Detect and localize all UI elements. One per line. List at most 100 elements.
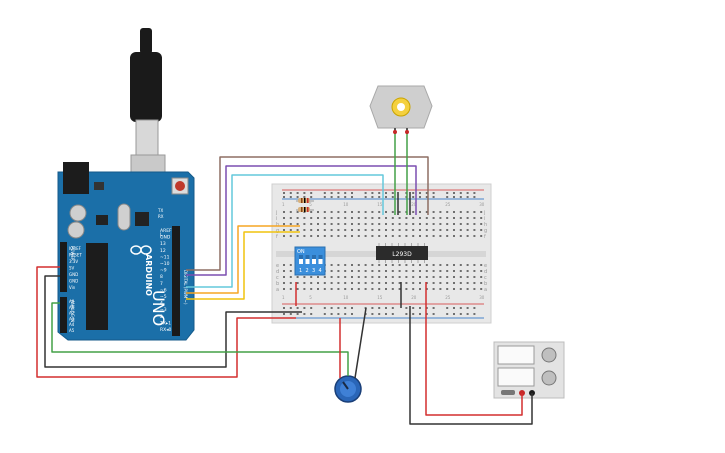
- dip-switch-slider: [299, 255, 303, 259]
- row-letter: c: [276, 275, 279, 281]
- dip-switch-number: 1: [299, 268, 302, 274]
- column-number: 15: [377, 202, 383, 207]
- row-letter: e: [484, 263, 487, 269]
- arduino-model-text: UNO: [149, 290, 168, 326]
- row-letter: b: [484, 281, 487, 287]
- pin-label: ~10: [160, 261, 170, 267]
- row-letter: e: [276, 263, 279, 269]
- row-letter: i: [484, 216, 485, 222]
- dip-switch-key[interactable]: [318, 255, 323, 264]
- wire-orange: [186, 225, 300, 294]
- pin-label: Vin: [69, 285, 76, 290]
- analog-header: [60, 297, 67, 333]
- dc-motor: [369, 85, 433, 134]
- digital-header: [172, 226, 180, 336]
- usb-cable: [130, 28, 166, 193]
- row-letter: f: [484, 234, 486, 240]
- atmega-chip: [86, 243, 108, 330]
- dip-switch-key[interactable]: [305, 255, 310, 264]
- pin-label: IOREF: [69, 246, 82, 251]
- reset-button[interactable]: [175, 181, 185, 191]
- wire-cyan: [186, 174, 384, 288]
- pin-label: 12: [160, 248, 166, 254]
- wire-green-a0: [51, 302, 349, 376]
- wire-pot-black: [354, 307, 367, 379]
- rx-led-label: RX: [158, 214, 164, 219]
- column-number: 5: [309, 295, 312, 300]
- dip-switch-key[interactable]: [312, 255, 316, 264]
- pin-label: RX◂0: [160, 327, 171, 333]
- pin-label: A4: [69, 322, 75, 327]
- pin-label: A1: [69, 305, 75, 310]
- column-number: 5: [309, 202, 312, 207]
- dip-switch-slider: [318, 255, 323, 259]
- arduino-brand-text: ARDUINO: [144, 254, 153, 296]
- row-letter: b: [276, 281, 279, 287]
- digital-label: DIGITAL (PWM ~): [183, 270, 188, 305]
- pin-label: 4: [160, 301, 163, 307]
- dip-switch-number: 2: [306, 268, 309, 274]
- wire-psu-red: [425, 306, 523, 416]
- pin-label: 5V: [69, 266, 75, 271]
- power-jack: [63, 162, 89, 194]
- wire-yellow: [186, 231, 300, 300]
- voltage-display: [497, 345, 535, 365]
- voltage-knob[interactable]: [541, 347, 557, 363]
- row-letter: g: [276, 228, 279, 234]
- tx-led-label: TX: [157, 208, 163, 213]
- column-number: 20: [411, 295, 417, 300]
- wire-purple: [186, 165, 417, 276]
- analog-in-label: ANALOG IN: [70, 300, 75, 322]
- wire-red-5v: [36, 266, 296, 378]
- pin-label: ~6: [160, 287, 167, 293]
- pin-label: 3.3V: [69, 259, 78, 264]
- ic-label: L293D: [392, 251, 412, 258]
- power-label: POWER: [70, 246, 75, 261]
- row-letter: j: [483, 210, 485, 216]
- pin-label: ~5: [160, 294, 167, 300]
- power-switch[interactable]: [501, 390, 515, 395]
- row-letter: g: [484, 228, 487, 234]
- wire-black-gnd: [44, 275, 302, 368]
- pin-label: TX▸1: [159, 320, 171, 326]
- dip-switch-number: 3: [312, 268, 315, 274]
- pin-label: 13: [160, 241, 166, 247]
- power-supply: [493, 341, 565, 399]
- current-display: [497, 367, 535, 387]
- pin-label: ~3: [160, 307, 167, 313]
- pin-label: RESET: [69, 253, 82, 258]
- pin-label: A3: [69, 316, 75, 321]
- column-number: 10: [343, 295, 349, 300]
- pin-label: ~11: [160, 254, 170, 260]
- potentiometer[interactable]: [334, 375, 362, 403]
- pin-label: GND: [69, 272, 78, 277]
- l293d-ic: L293D: [376, 243, 428, 263]
- dip-switch-key[interactable]: [299, 255, 303, 264]
- pin-label: GND: [160, 235, 171, 241]
- current-knob[interactable]: [541, 370, 557, 386]
- column-number: 25: [445, 202, 451, 207]
- row-letter: i: [276, 216, 277, 222]
- dip-on-label: ON: [297, 249, 305, 255]
- pin-label: ~9: [160, 268, 167, 274]
- l-led-label: L: [160, 232, 163, 237]
- potentiometer-knob-icon: [342, 381, 349, 390]
- pin-label: 8: [160, 274, 163, 280]
- resistor: [296, 198, 314, 212]
- dip-switch-slider: [305, 255, 310, 259]
- column-number: 30: [479, 202, 485, 207]
- pin-label: 7: [160, 281, 163, 287]
- column-number: 25: [445, 295, 451, 300]
- row-letter: d: [276, 269, 279, 275]
- power-header: [60, 242, 67, 292]
- pin-label: A5: [69, 328, 75, 333]
- row-letter: c: [484, 275, 487, 281]
- wires: [36, 134, 533, 425]
- pin-label: 2: [160, 314, 163, 320]
- wire-psu-black: [409, 306, 533, 425]
- dip-switch-number: 4: [319, 268, 322, 274]
- column-number: 1: [282, 202, 285, 207]
